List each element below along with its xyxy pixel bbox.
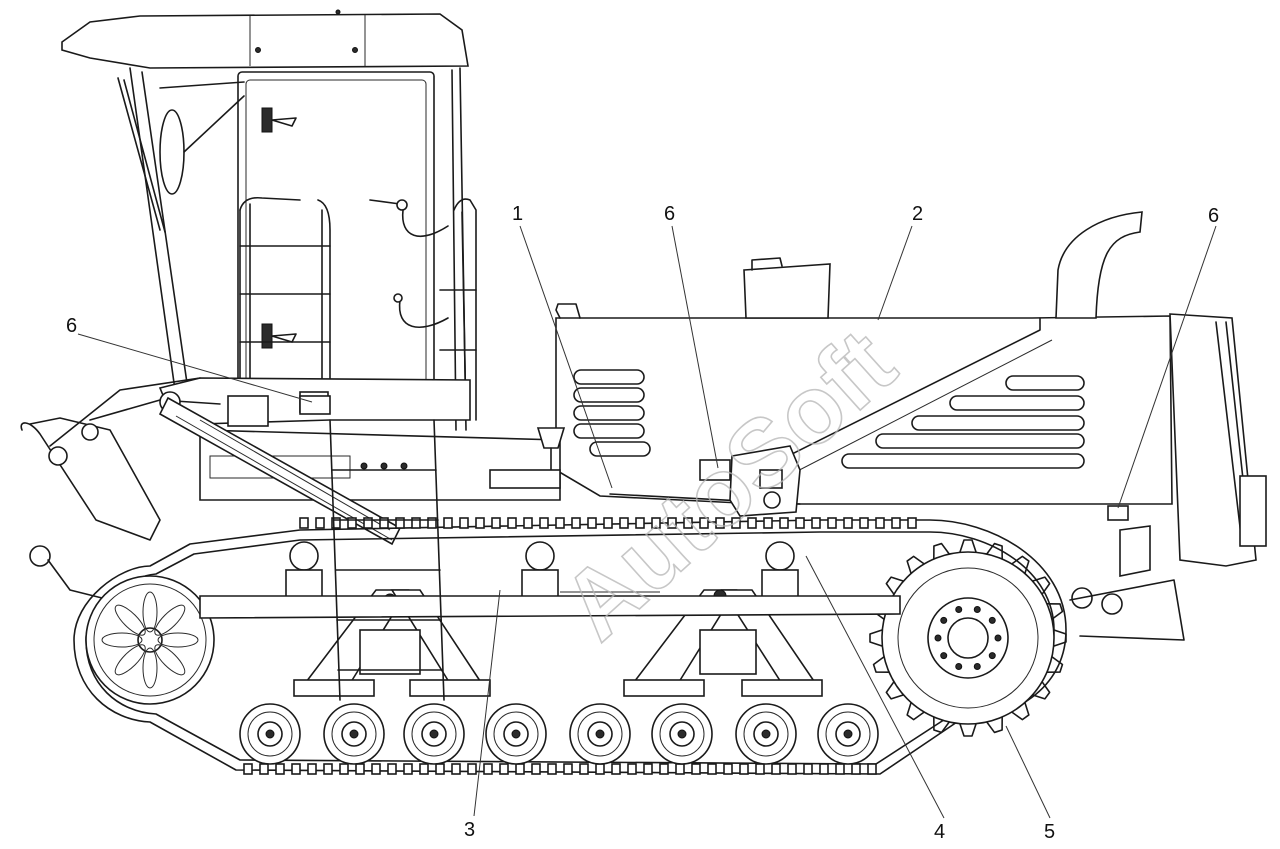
drive-sprocket xyxy=(869,539,1067,737)
callout-6-left: 6 xyxy=(66,315,77,337)
road-wheel xyxy=(323,703,385,765)
callout-2: 2 xyxy=(912,203,923,225)
cab xyxy=(61,9,477,431)
road-wheel xyxy=(735,703,797,765)
callout-leaders xyxy=(77,225,1217,819)
callout-6-right: 6 xyxy=(1208,205,1219,227)
road-wheels xyxy=(239,703,879,765)
road-wheel xyxy=(569,703,631,765)
callout-3: 3 xyxy=(464,819,475,841)
engine-hood xyxy=(555,211,1267,567)
callout-1: 1 xyxy=(512,203,523,225)
road-wheel xyxy=(485,703,547,765)
idler-wheel xyxy=(85,575,215,705)
road-wheel xyxy=(239,703,301,765)
road-wheel xyxy=(651,703,713,765)
callout-4: 4 xyxy=(934,821,945,843)
callout-5: 5 xyxy=(1044,821,1055,843)
support-rollers xyxy=(285,541,799,601)
track-grousers xyxy=(243,517,917,775)
track xyxy=(73,419,1067,775)
callout-6-middle: 6 xyxy=(664,203,675,225)
road-wheel xyxy=(817,703,879,765)
road-wheel xyxy=(403,703,465,765)
misc-components xyxy=(299,395,1185,641)
frame-and-hitch xyxy=(20,377,561,601)
